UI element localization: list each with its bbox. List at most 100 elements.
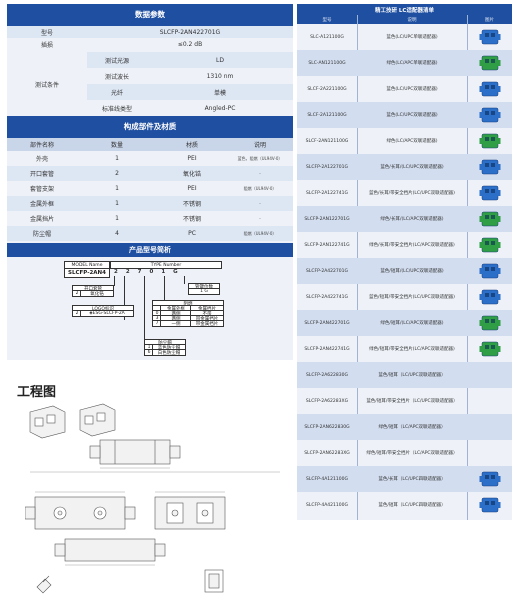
part-material: 不锈钢 bbox=[182, 216, 201, 223]
product-desc: 绿色/长耳/(LC/APC双联适配器) bbox=[380, 217, 444, 222]
adapter-icon bbox=[479, 157, 501, 177]
condition-key: 光纤 bbox=[110, 89, 123, 97]
adapter-icon bbox=[479, 287, 501, 307]
product-image bbox=[467, 128, 512, 154]
parts-header-note: 说明 bbox=[253, 142, 266, 149]
part-note: - bbox=[259, 201, 261, 206]
product-image bbox=[467, 492, 512, 518]
part-qty: 1 bbox=[115, 200, 119, 207]
panel-cutout-view bbox=[204, 569, 224, 593]
product-model: SLCFP-2AN122741G bbox=[304, 242, 350, 248]
product-desc: 绿色/长耳/带安全挡片(LC/APC双联适配器) bbox=[369, 243, 455, 248]
product-desc: 蓝色/短耳/(LC/UPC双联适配器) bbox=[380, 269, 444, 274]
dust-cap-view bbox=[36, 575, 52, 594]
part-name: 套管支架 bbox=[29, 186, 54, 193]
adapter-icon bbox=[479, 313, 501, 333]
type-digits: 2 2 7 0 1 G bbox=[110, 268, 224, 276]
part-material: PEI bbox=[187, 155, 197, 162]
model-code-diagram: MODEL Name TYPE Number SLCFP-2AN4 2 2 7 … bbox=[64, 261, 264, 359]
product-image bbox=[467, 76, 512, 102]
condition-row: 光纤 单模 bbox=[87, 84, 293, 100]
product-model: SLCFP-4A421100G bbox=[306, 502, 348, 508]
type-number-label: TYPE Number bbox=[110, 261, 222, 269]
product-image bbox=[467, 232, 512, 258]
key-count-value: 1 G bbox=[188, 288, 220, 295]
digit-2: 2 bbox=[125, 269, 130, 275]
adapter-icon bbox=[479, 469, 501, 489]
product-desc: 蓝色/长耳/带安全挡片(LC/UPC双联适配器) bbox=[369, 191, 455, 196]
condition-key: 标准线类型 bbox=[101, 105, 132, 113]
condition-row: 测试光源 LD bbox=[87, 52, 293, 68]
adapter-icon bbox=[479, 131, 501, 151]
condition-value: LD bbox=[216, 56, 224, 64]
product-image bbox=[467, 206, 512, 232]
cap-cell: 白色防尘帽 bbox=[152, 349, 186, 356]
adapter-icon bbox=[479, 105, 501, 125]
product-model: SLCFP-2AN622830G bbox=[304, 424, 350, 430]
product-desc: 绿色/短耳/带安全挡片(LC/APC双联适配器) bbox=[369, 347, 455, 352]
product-model: SLCF-2A221100G bbox=[307, 86, 347, 92]
product-image bbox=[467, 336, 512, 362]
product-desc: 绿色/短耳（LC/APC双联适配器） bbox=[378, 425, 446, 430]
part-name: 金属外框 bbox=[29, 201, 54, 208]
product-model: SLCF-2A121100G bbox=[307, 112, 347, 118]
product-image bbox=[467, 180, 512, 206]
adapter-icon bbox=[479, 339, 501, 359]
part-material: PEI bbox=[187, 185, 197, 192]
product-list-header: 型号 说明 图片 bbox=[297, 15, 512, 24]
sleeve-material: 氧化锆 bbox=[80, 290, 114, 297]
product-desc: 绿色(LC/APC单联适配器) bbox=[386, 61, 438, 66]
part-note: 蓝色，阻燃（UL94V-0） bbox=[237, 155, 283, 161]
condition-key: 测试光源 bbox=[104, 57, 129, 65]
part-note: - bbox=[259, 171, 261, 176]
digit-1: 2 bbox=[114, 269, 118, 275]
product-desc: 蓝色/长耳（LC/UPC四联适配器） bbox=[378, 477, 446, 482]
product-model: SLC-A121100G bbox=[310, 34, 344, 40]
product-image bbox=[467, 50, 512, 76]
parts-title: 构成部件及材质 bbox=[7, 116, 293, 138]
bottom-view bbox=[54, 538, 166, 562]
part-qty: 1 bbox=[115, 215, 119, 222]
product-desc: 绿色/短耳/带安全挡片（LC/APC双联适配器） bbox=[366, 451, 458, 456]
front-view bbox=[24, 496, 136, 530]
part-note: 阻燃（UL94V-0） bbox=[243, 230, 277, 236]
spec-condition-block: 测试条件 bbox=[7, 52, 293, 116]
product-image bbox=[467, 102, 512, 128]
product-model: SLCFP-2A122701G bbox=[306, 164, 348, 170]
logo-text: ◈ESG-SLCFP-2A bbox=[80, 310, 134, 317]
parts-header-qty: 数量 bbox=[110, 142, 123, 149]
product-desc: 蓝色/长耳/(LC/UPC双联适配器) bbox=[380, 165, 444, 170]
digit-6: G bbox=[173, 269, 178, 275]
part-name: 外壳 bbox=[35, 156, 48, 163]
digit-5: 1 bbox=[161, 269, 166, 275]
product-desc: 蓝色(LC/UPC双联适配器) bbox=[386, 113, 438, 118]
adapter-icon bbox=[479, 261, 501, 281]
loss-value: ≤0.2 dB bbox=[177, 40, 203, 48]
product-image bbox=[467, 362, 512, 388]
product-desc: 绿色/短耳/(LC/APC双联适配器) bbox=[380, 321, 444, 326]
product-model: SLCFP-2AN422701G bbox=[304, 320, 350, 326]
product-image bbox=[467, 310, 512, 336]
loss-label: 插损 bbox=[40, 41, 53, 49]
engineering-drawing bbox=[24, 402, 285, 602]
part-note: 阻燃（UL94V-0） bbox=[243, 185, 277, 191]
product-row: SLCFP-2A422701G 蓝色/短耳/(LC/UPC双联适配器) bbox=[297, 258, 512, 284]
adapter-icon bbox=[479, 209, 501, 229]
product-desc: 绿色(LC/APC双联适配器) bbox=[386, 139, 438, 144]
condition-value: 单模 bbox=[213, 89, 226, 97]
shell-cell: 一侧 bbox=[160, 320, 192, 327]
digit-4: 0 bbox=[149, 269, 154, 275]
product-model: SLCFP-2A422701G bbox=[306, 268, 348, 274]
part-material: PC bbox=[188, 230, 196, 237]
product-model: SLCFP-2A122741G bbox=[306, 190, 348, 196]
